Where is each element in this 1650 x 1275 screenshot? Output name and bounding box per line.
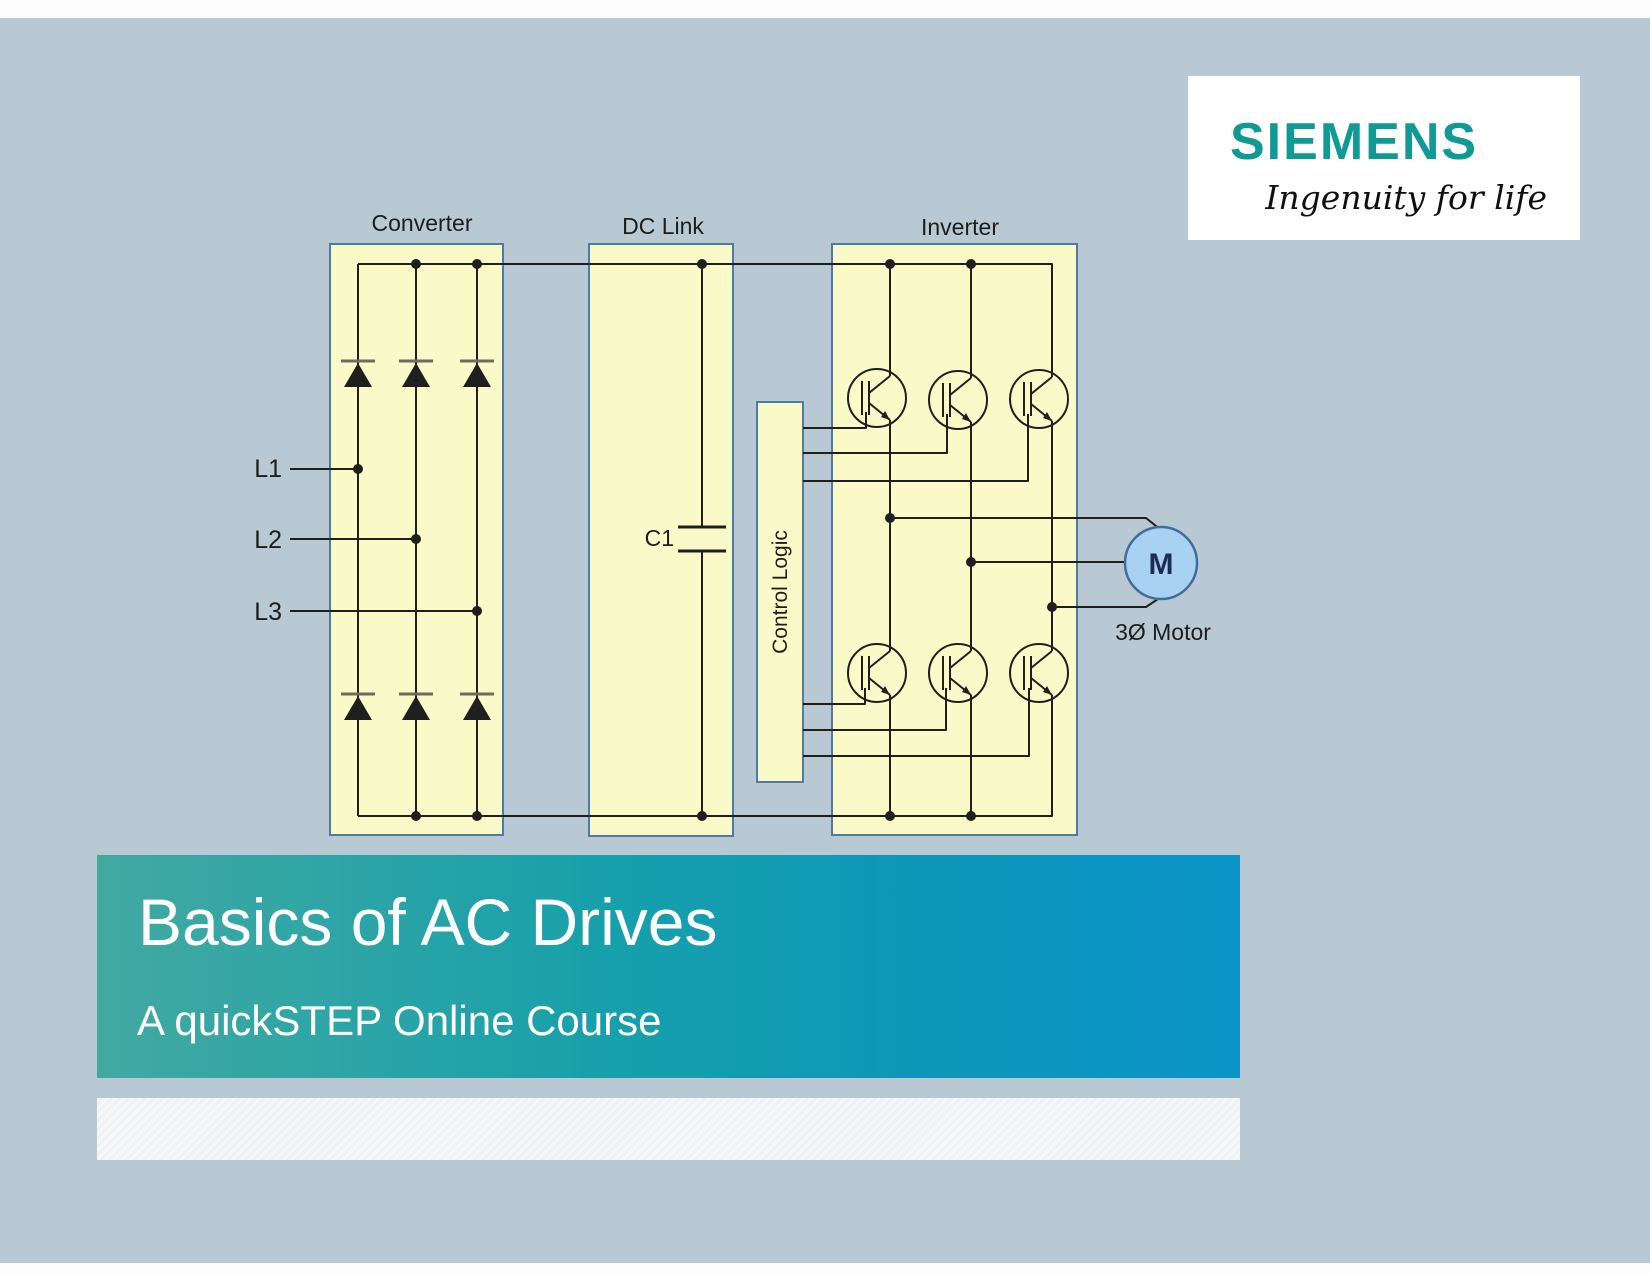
converter-label: Converter: [372, 210, 473, 236]
input-line-l2-label: L2: [254, 526, 282, 554]
junction-dots: [353, 259, 1057, 821]
input-line-l3-label: L3: [254, 598, 282, 626]
input-line-l1-label: L1: [254, 455, 282, 483]
top-letterbox-strip: [0, 0, 1650, 18]
motor-phase-wires: [890, 517, 1162, 608]
siemens-wordmark: SIEMENS: [1230, 113, 1479, 171]
motor-circle: [1123, 525, 1199, 601]
gate-drive-wires: [803, 412, 1030, 757]
title-banner: Basics of AC Drives A quickSTEP Online C…: [97, 855, 1240, 1078]
dc-link-label: DC Link: [622, 213, 704, 239]
slide-title: Basics of AC Drives: [138, 885, 718, 959]
dc-link-box: [588, 243, 734, 837]
inverter-box: [831, 243, 1078, 836]
siemens-tagline: Ingenuity for life: [1265, 178, 1547, 217]
bottom-letterbox-strip: [0, 1263, 1650, 1275]
inverter-label: Inverter: [921, 214, 999, 240]
control-logic-label: Control Logic: [769, 530, 792, 654]
control-logic-box: [756, 401, 804, 783]
motor-label: 3Ø Motor: [1115, 619, 1211, 645]
slide-subtitle: A quickSTEP Online Course: [137, 997, 662, 1044]
motor: M: [1123, 525, 1199, 601]
motor-symbol: M: [1149, 548, 1174, 581]
siemens-logo-card: SIEMENS Ingenuity for life: [1188, 76, 1580, 240]
dc-link-capacitor: [678, 264, 726, 816]
bottom-content-bar: [97, 1098, 1240, 1160]
capacitor-label: C1: [645, 525, 674, 551]
